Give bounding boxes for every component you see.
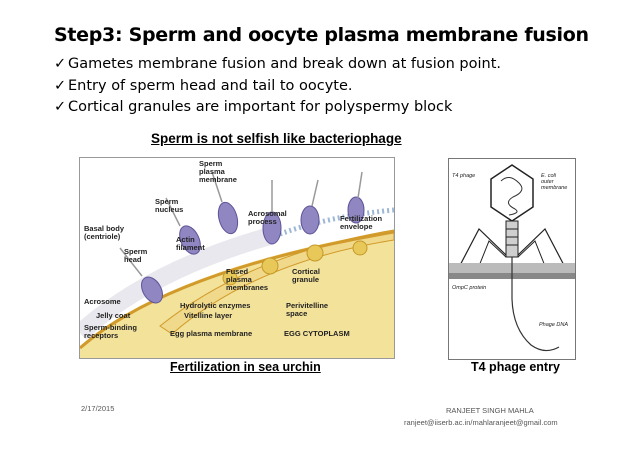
checkmark-icon: ✓ xyxy=(54,56,67,72)
figure1-caption: Fertilization in sea urchin xyxy=(170,360,321,374)
label-vitelline-layer: Vitelline layer xyxy=(184,311,232,320)
slide-title: Step3: Sperm and oocyte plasma membrane … xyxy=(54,24,589,46)
checkmark-icon: ✓ xyxy=(54,77,67,94)
label-basal-body: Basal body(centriole) xyxy=(84,224,125,241)
label-hydrolytic-enzymes: Hydrolytic enzymes xyxy=(180,301,250,310)
footer-date: 2/17/2015 xyxy=(81,404,115,413)
bullet-item: ✓Gametes membrane fusion and break down … xyxy=(54,54,501,76)
label-t4-phage: T4 phage xyxy=(452,173,475,179)
footer-author: RANJEET SINGH MAHLA xyxy=(446,406,534,415)
bullet-text: Cortical granules are important for poly… xyxy=(68,99,453,115)
footer-email: ranjeet@iiserb.ac.in/mahlaranjeet@gmail.… xyxy=(404,418,558,427)
figure2-caption: T4 phage entry xyxy=(471,360,560,374)
bullet-item: ✓Entry of sperm head and tail to oocyte. xyxy=(54,76,501,98)
label-acrosome: Acrosome xyxy=(84,297,121,306)
label-jelly-coat: Jelly coat xyxy=(96,311,131,320)
bullet-text: Gametes membrane fusion and break down a… xyxy=(68,56,502,72)
egg-membrane-line xyxy=(79,230,395,350)
label-egg-cytoplasm: EGG CYTOPLASM xyxy=(284,329,350,338)
slide-subtitle: Sperm is not selfish like bacteriophage xyxy=(151,131,402,146)
egg-cytoplasm-region xyxy=(80,230,394,358)
bullet-text: Entry of sperm head and tail to oocyte. xyxy=(68,77,353,94)
bullet-list: ✓Gametes membrane fusion and break down … xyxy=(54,54,501,119)
label-egg-plasma-membrane: Egg plasma membrane xyxy=(170,329,252,338)
label-phage-dna: Phage DNA xyxy=(539,322,568,328)
label-ompc-protein: OmpC protein xyxy=(452,285,486,291)
bullet-item: ✓Cortical granules are important for pol… xyxy=(54,97,501,119)
checkmark-icon: ✓ xyxy=(54,99,67,115)
